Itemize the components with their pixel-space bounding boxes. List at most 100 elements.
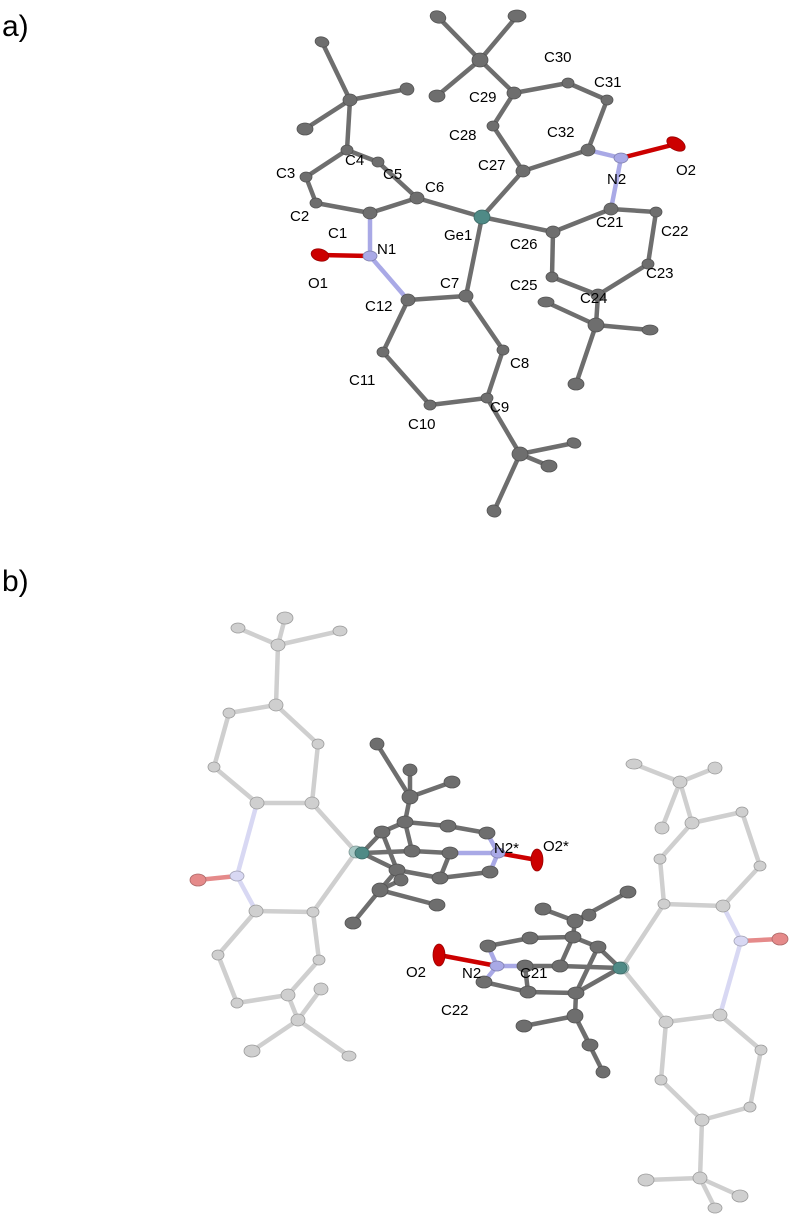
bond-L5-L6 bbox=[211, 764, 260, 806]
bond-VT2-VT2b bbox=[521, 1013, 578, 1029]
atom-R2 bbox=[654, 1074, 668, 1086]
atom-LN bbox=[229, 870, 245, 882]
bond-Ge1-C27 bbox=[479, 168, 526, 220]
atom-R10 bbox=[684, 816, 700, 830]
atom-UT1c bbox=[402, 763, 418, 777]
atom-labels-panel-a: C1 C2 C3 C4 C5 C6 C7 C8 C9 C10 C11 C12 N… bbox=[276, 49, 696, 433]
bond-Ge1-C6 bbox=[414, 195, 485, 220]
atom-UT1b bbox=[443, 775, 461, 789]
bond-L10-L11 bbox=[234, 992, 291, 1006]
atom-L11 bbox=[230, 997, 244, 1009]
label-N2: N2 bbox=[607, 171, 626, 188]
label-C28: C28 bbox=[449, 127, 477, 144]
label-O2-b: O2 bbox=[406, 964, 426, 981]
atom-LT1a bbox=[276, 611, 294, 625]
atom-L3 bbox=[268, 698, 284, 712]
atom-LT2a bbox=[313, 982, 329, 996]
molecule-panel-a: C1 C2 C3 C4 C5 C6 C7 C8 C9 C10 C11 C12 N… bbox=[276, 9, 696, 518]
bond-U7-U1 bbox=[379, 829, 400, 873]
atom-LT1c bbox=[332, 625, 348, 637]
atom-C31 bbox=[600, 94, 614, 106]
atom-RT1a bbox=[625, 758, 643, 770]
atom-RT1 bbox=[672, 775, 688, 789]
atom-V4 bbox=[479, 939, 497, 953]
bond-Ct4-M4b bbox=[573, 322, 599, 387]
atom-C9 bbox=[480, 392, 494, 404]
atom-C7 bbox=[458, 289, 474, 303]
atom-C12 bbox=[400, 293, 416, 307]
label-C30: C30 bbox=[544, 49, 572, 66]
atom-Ct1 bbox=[342, 93, 358, 107]
bond-L9-L10 bbox=[285, 957, 322, 998]
atom-LT2b bbox=[243, 1044, 261, 1058]
atom-N2s bbox=[490, 847, 506, 859]
atom-C24 bbox=[590, 288, 606, 302]
bond-L12-L7 bbox=[215, 908, 259, 958]
atom-R12 bbox=[753, 860, 767, 872]
label-C6: C6 bbox=[425, 179, 444, 196]
atom-VT2c bbox=[581, 1038, 599, 1052]
atom-VT1c bbox=[581, 908, 597, 922]
bond-Ge1-C26 bbox=[479, 214, 556, 235]
atom-LT2c bbox=[341, 1050, 357, 1062]
atom-C10 bbox=[423, 399, 437, 411]
atom-L10 bbox=[280, 988, 296, 1002]
bond-LT2-LT2b bbox=[249, 1017, 301, 1054]
atom-V1 bbox=[589, 940, 607, 954]
bond-C10-C11 bbox=[380, 349, 433, 408]
dark-atoms-panel-b bbox=[344, 737, 637, 1079]
bond-C9-C10 bbox=[427, 395, 490, 408]
atom-M2c bbox=[540, 459, 558, 473]
label-C12: C12 bbox=[365, 298, 393, 315]
atom-VT2a bbox=[595, 1065, 611, 1079]
atom-Ct4 bbox=[587, 317, 605, 333]
bond-C23-C24 bbox=[595, 261, 651, 298]
atom-C32 bbox=[580, 143, 596, 157]
atom-R4 bbox=[743, 1101, 757, 1113]
atom-L7 bbox=[248, 904, 264, 918]
molecule-panel-b: N2* O2* O2 N2 C21 C22 bbox=[189, 611, 789, 1214]
bond-Ct2-M2a bbox=[517, 440, 577, 457]
label-C23: C23 bbox=[646, 265, 674, 282]
atom-RT2c bbox=[707, 1202, 723, 1214]
atom-L2 bbox=[311, 738, 325, 750]
bond-C1-C2 bbox=[313, 200, 373, 216]
atom-M2a bbox=[566, 437, 582, 449]
atom-M4a bbox=[537, 296, 555, 308]
atom-R6 bbox=[712, 1008, 728, 1022]
atom-O2 bbox=[432, 943, 446, 967]
atom-LO bbox=[189, 873, 207, 887]
bond-C22-C23 bbox=[645, 209, 659, 267]
label-C21: C21 bbox=[596, 214, 624, 231]
atom-V5 bbox=[475, 975, 493, 989]
bond-C21-C22 bbox=[608, 206, 659, 215]
atom-U5 bbox=[481, 865, 499, 879]
atom-C6 bbox=[409, 191, 425, 205]
atom-C3 bbox=[299, 171, 313, 183]
label-C5: C5 bbox=[383, 166, 402, 183]
atom-RT1c bbox=[654, 821, 670, 835]
atom-U3 bbox=[439, 819, 457, 833]
bond-L3-LT1 bbox=[273, 642, 281, 708]
atom-C29 bbox=[506, 86, 522, 100]
atom-U6 bbox=[431, 871, 449, 885]
atom-R7 bbox=[715, 899, 731, 913]
atom-V3 bbox=[521, 931, 539, 945]
label-C8: C8 bbox=[510, 355, 529, 372]
bond-C4-Ct1 bbox=[344, 97, 353, 153]
label-C9: C9 bbox=[490, 399, 509, 416]
label-C11: C11 bbox=[349, 372, 375, 389]
bond-C8-C9 bbox=[484, 347, 506, 401]
bond-C12-C7 bbox=[405, 293, 469, 303]
label-C1: C1 bbox=[328, 225, 347, 242]
label-C29: C29 bbox=[469, 89, 497, 106]
atom-R9 bbox=[653, 853, 667, 865]
atom-M3c bbox=[428, 89, 446, 103]
bond-Ct3-M3b bbox=[477, 13, 520, 63]
bond-R4-R5 bbox=[747, 1047, 764, 1110]
atom-Ct2 bbox=[511, 446, 529, 462]
atom-C30 bbox=[561, 77, 575, 89]
bond-C25-C26 bbox=[549, 229, 556, 280]
bond-GeRd-V7 bbox=[573, 965, 623, 996]
label-O1: O1 bbox=[308, 275, 328, 292]
